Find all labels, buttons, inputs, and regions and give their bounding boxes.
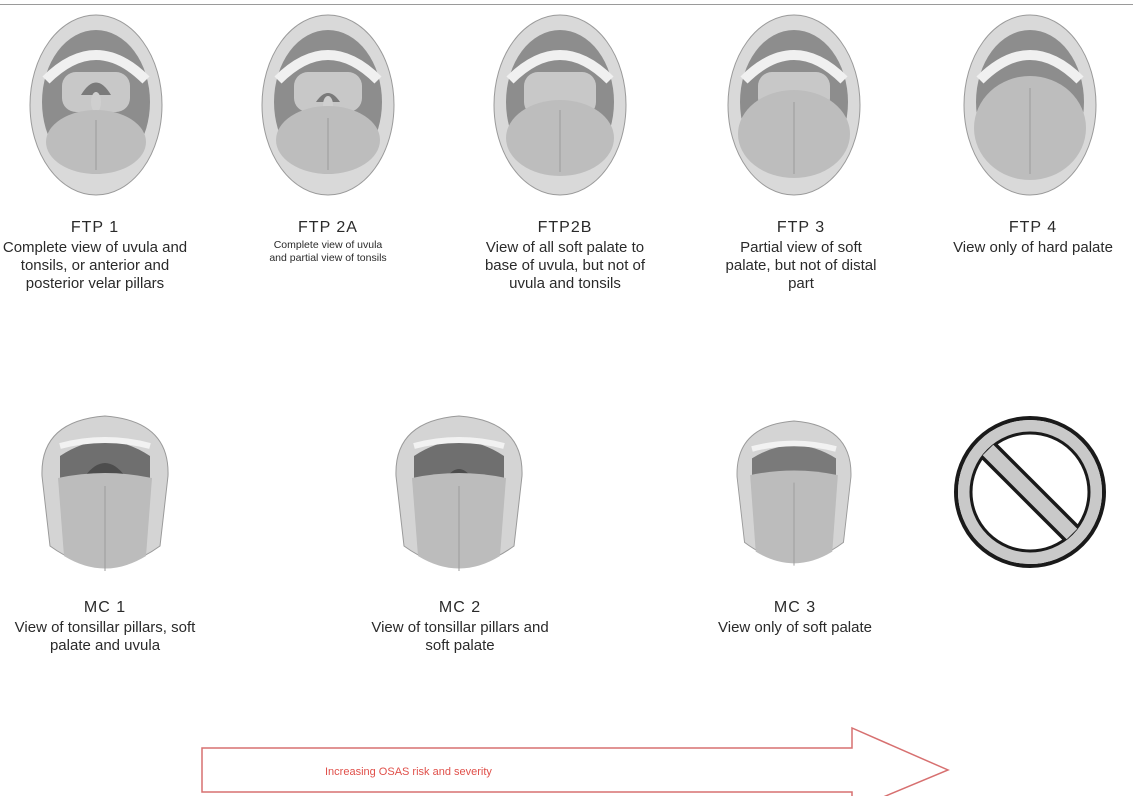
severity-arrow-label: Increasing OSAS risk and severity	[325, 766, 492, 778]
severity-arrow-shape	[202, 728, 948, 796]
